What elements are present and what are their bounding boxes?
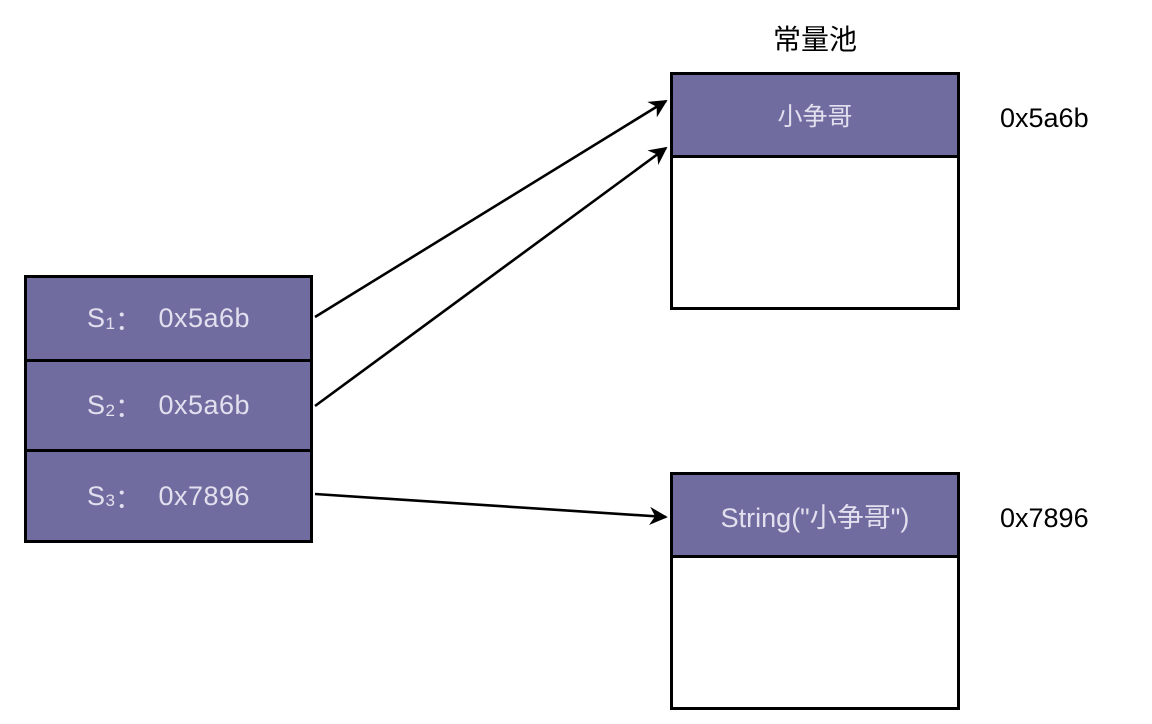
heap-object-address: 0x7896: [1000, 503, 1089, 533]
variable-colon-s3: ：: [114, 483, 143, 514]
variable-subscript-s2: 2: [105, 400, 115, 420]
heap-object-entry: String("小争哥"): [673, 475, 957, 558]
constant-pool-title: 常量池: [772, 24, 857, 55]
variable-name-s1: S: [86, 303, 106, 333]
variable-subscript-s3: 3: [105, 491, 115, 510]
variable-colon-s1: ：: [114, 306, 143, 336]
heap-object-box: String("小争哥"): [670, 472, 960, 710]
arrow-s3-to-heap: [314, 492, 668, 526]
constant-pool-entry: 小争哥: [673, 75, 957, 158]
variable-name-s3: S: [86, 480, 106, 511]
arrow-s1-to-pool: [314, 99, 668, 319]
arrow-s2-to-pool: [314, 146, 668, 408]
variable-name-s2: S: [86, 390, 106, 420]
variable-value-s2: 0x5a6b: [158, 390, 251, 420]
constant-pool-box: 小争哥: [670, 72, 960, 310]
variable-colon-s2: ：: [114, 393, 143, 423]
variable-subscript-s1: 1: [105, 313, 115, 333]
variable-value-s3: 0x7896: [158, 480, 251, 511]
constant-pool-address: 0x5a6b: [1000, 103, 1089, 133]
variable-value-s1: 0x5a6b: [158, 303, 251, 333]
